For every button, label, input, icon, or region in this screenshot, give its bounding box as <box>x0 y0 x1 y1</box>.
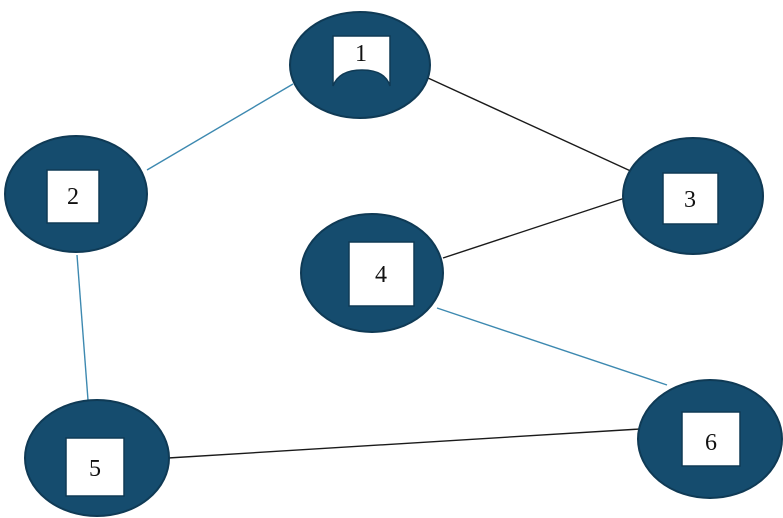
edge-1-2 <box>146 83 294 171</box>
node-5: 5 <box>24 399 170 517</box>
edge-2-5 <box>76 254 89 401</box>
edge-3-4 <box>442 196 629 259</box>
node-4-label: 4 <box>375 262 387 288</box>
node-3: 3 <box>622 137 764 255</box>
node-5-label: 5 <box>89 456 101 482</box>
node-2: 2 <box>4 135 148 253</box>
node-6-label: 6 <box>705 430 717 456</box>
node-2-label: 2 <box>67 184 79 210</box>
edge-1-3 <box>427 77 636 174</box>
node-4: 4 <box>300 213 444 333</box>
node-1-label: 1 <box>355 41 367 67</box>
edge-4-6 <box>436 307 668 386</box>
node-3-label: 3 <box>684 187 696 213</box>
node-1: 1 <box>289 11 431 119</box>
node-6: 6 <box>637 379 783 499</box>
edge-5-6 <box>167 428 641 459</box>
